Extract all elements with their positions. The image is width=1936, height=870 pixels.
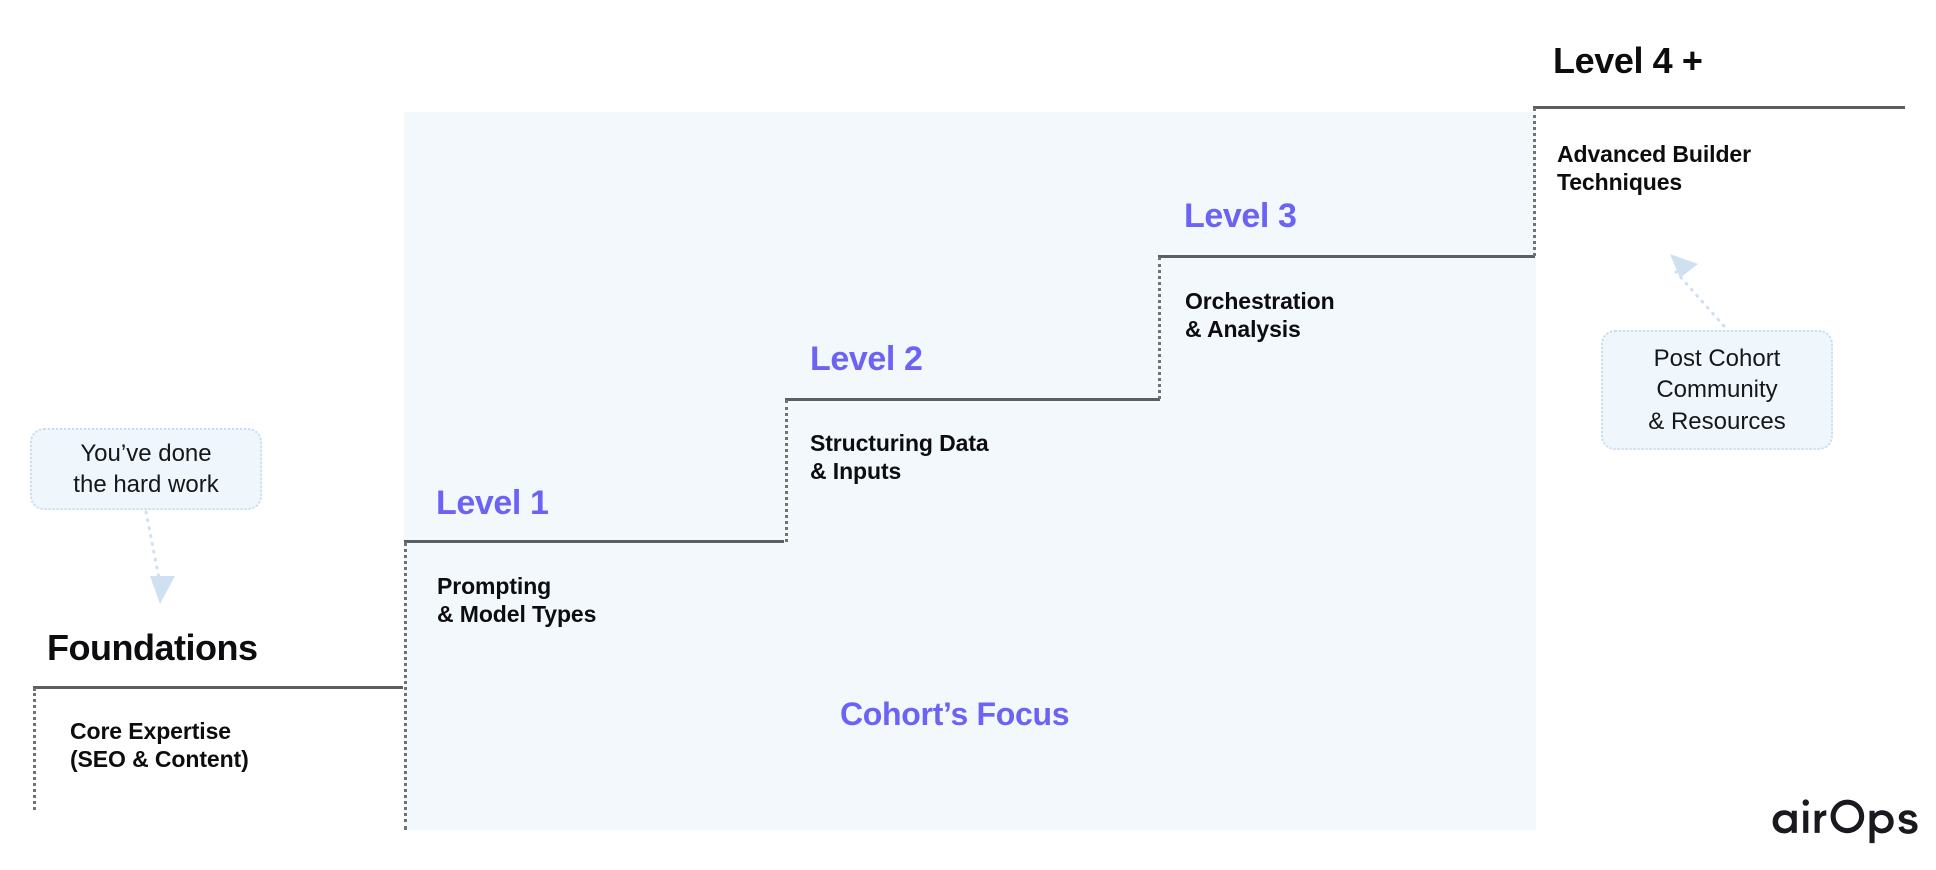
step-heading-level-1: Level 1 — [436, 484, 549, 522]
step-divider-level-1 — [404, 542, 407, 830]
step-description-level-2: Structuring Data & Inputs — [810, 430, 989, 485]
cohort-focus-panel — [404, 112, 1536, 830]
step-heading-level-4-plus: Level 4 + — [1553, 40, 1703, 81]
step-description-foundations: Core Expertise (SEO & Content) — [70, 718, 249, 773]
step-heading-level-2: Level 2 — [810, 340, 923, 378]
step-rule-foundations — [33, 686, 403, 689]
step-description-level-1: Prompting & Model Types — [437, 573, 597, 628]
callout-connector-left — [144, 510, 175, 604]
step-divider-level-2 — [785, 400, 788, 542]
step-divider-level-4-plus — [1533, 108, 1536, 256]
step-heading-level-3: Level 3 — [1184, 197, 1297, 235]
airops-logo — [1768, 796, 1920, 848]
step-rule-level-4-plus — [1533, 106, 1905, 109]
step-rule-level-3 — [1158, 255, 1535, 258]
step-description-level-3: Orchestration & Analysis — [1185, 288, 1335, 343]
callout-post-cohort-community-and-resources: Post Cohort Community & Resources — [1601, 330, 1833, 450]
step-rule-level-2 — [785, 398, 1160, 401]
airops-logo-mark — [1772, 799, 1918, 844]
step-rule-level-1 — [404, 540, 784, 543]
step-heading-foundations: Foundations — [47, 627, 258, 668]
step-divider-level-3 — [1158, 257, 1161, 399]
callout-youve-done-the-hard-work: You’ve done the hard work — [30, 428, 262, 510]
cohort-focus-caption: Cohort’s Focus — [840, 696, 1070, 732]
step-divider-foundations — [33, 688, 36, 810]
step-description-level-4-plus: Advanced Builder Techniques — [1557, 141, 1751, 196]
